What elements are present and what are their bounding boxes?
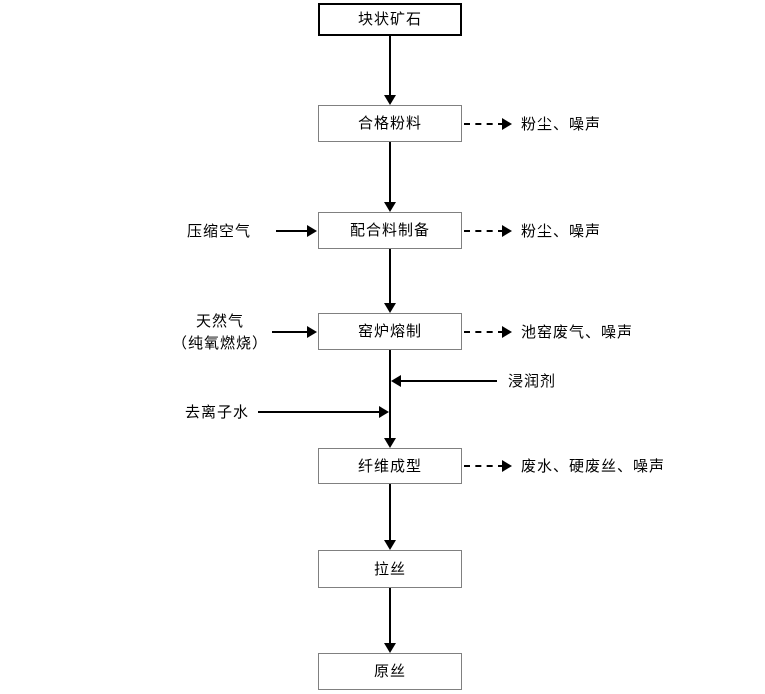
arrowhead-down-forming [384,438,396,448]
arrowhead-right-output-batch-dust [502,225,512,237]
node-label: 纤维成型 [357,456,422,475]
process-node-furnace-melting[interactable]: 窑炉熔制 [318,313,462,350]
node-label: 合格粉料 [357,114,422,132]
connector-drawing-to-yarn [389,588,391,644]
arrowhead-right-output-furnace-gas [502,326,512,338]
connector-output-furnace-gas [464,331,504,333]
node-label: 原丝 [373,662,406,680]
connector-output-batch-dust [464,230,504,232]
connector-compressed-air [276,230,308,232]
connector-powder-to-batch [389,142,391,203]
connector-furnace-to-forming [389,350,391,439]
input-label-sizing-agent: 浸润剂 [508,372,557,390]
connector-ore-to-powder [389,36,391,96]
connector-output-forming-waste [464,465,504,467]
arrowhead-right-deionized-water [379,406,389,418]
connector-batch-to-furnace [389,249,391,304]
input-label-deionized-water: 去离子水 [185,403,250,421]
node-label: 窑炉熔制 [357,322,422,340]
process-node-qualified-powder[interactable]: 合格粉料 [318,105,462,142]
arrowhead-down-yarn [384,643,396,653]
input-label-compressed-air: 压缩空气 [187,222,252,240]
connector-forming-to-drawing [389,484,391,541]
connector-deionized-water [258,411,380,413]
arrowhead-right-output-powder-dust [502,118,512,130]
node-label: 块状矿石 [357,10,422,28]
connector-natural-gas [272,331,308,333]
connector-output-powder-dust [464,123,504,125]
arrowhead-down-furnace [384,303,396,313]
arrowhead-right-natural-gas [307,326,317,338]
output-label-wastewater-hardwaste-noise: 废水、硬废丝、噪声 [521,457,666,475]
process-node-batch-preparation[interactable]: 配合料制备 [318,212,462,249]
process-node-drawing[interactable]: 拉丝 [318,550,462,588]
output-label-dust-noise-2: 粉尘、噪声 [521,222,602,240]
arrowhead-down-batch [384,202,396,212]
input-label-natural-gas-line1: 天然气 [196,312,245,330]
process-node-block-ore[interactable]: 块状矿石 [318,3,462,36]
process-node-raw-yarn[interactable]: 原丝 [318,653,462,690]
arrowhead-down-drawing [384,540,396,550]
arrowhead-down-powder [384,95,396,105]
arrowhead-right-output-forming-waste [502,460,512,472]
arrowhead-left-sizing-agent [391,375,401,387]
input-label-natural-gas-line2: （纯氧燃烧） [172,333,269,352]
connector-sizing-agent [401,380,497,382]
arrowhead-right-compressed-air [307,225,317,237]
output-label-furnace-exhaust-noise: 池窑废气、噪声 [521,323,634,341]
output-label-dust-noise-1: 粉尘、噪声 [521,115,602,133]
input-label-natural-gas: 天然气 （纯氧燃烧） [172,311,268,355]
process-node-fiber-forming[interactable]: 纤维成型 [318,448,462,484]
node-label: 配合料制备 [349,221,430,239]
node-label: 拉丝 [373,559,406,578]
